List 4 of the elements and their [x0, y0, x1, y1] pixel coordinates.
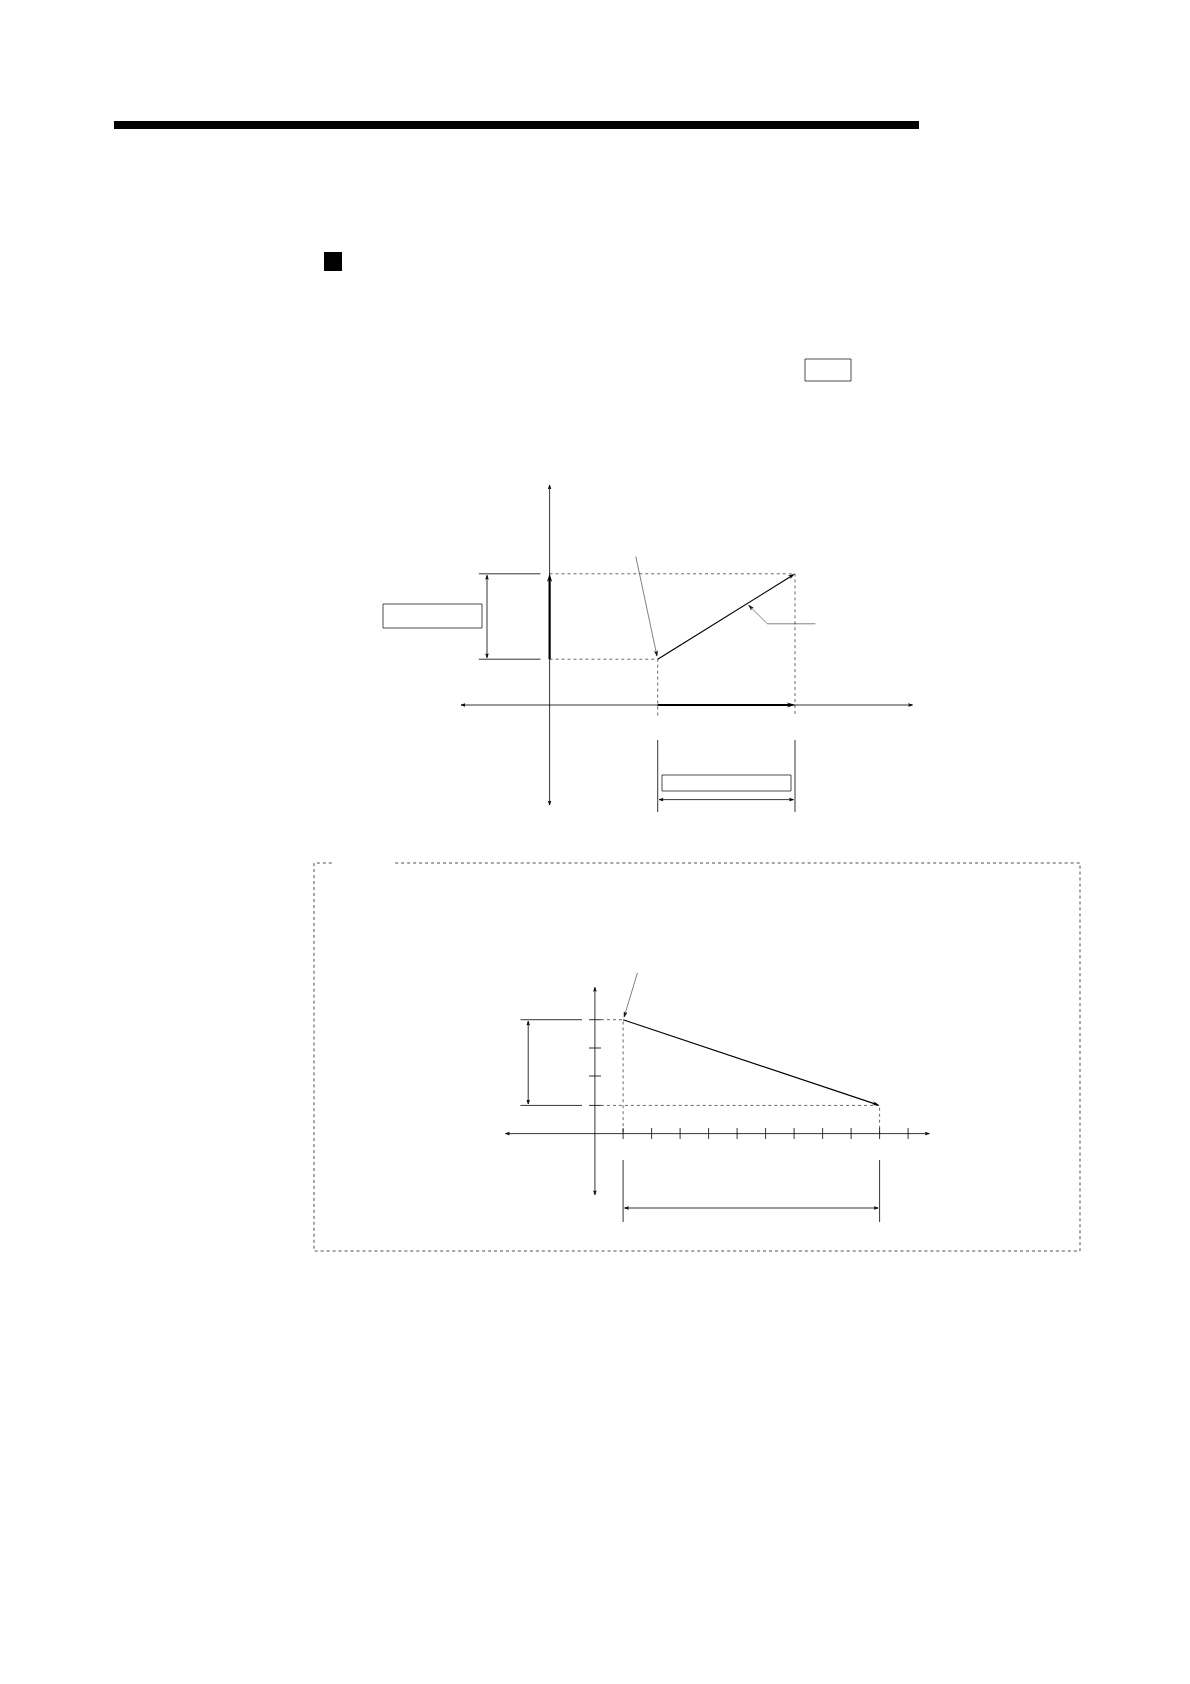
blank-box: [804, 358, 852, 382]
blank-box: [661, 774, 792, 792]
note-frame: [313, 862, 1081, 1252]
blank-box: [382, 603, 483, 629]
